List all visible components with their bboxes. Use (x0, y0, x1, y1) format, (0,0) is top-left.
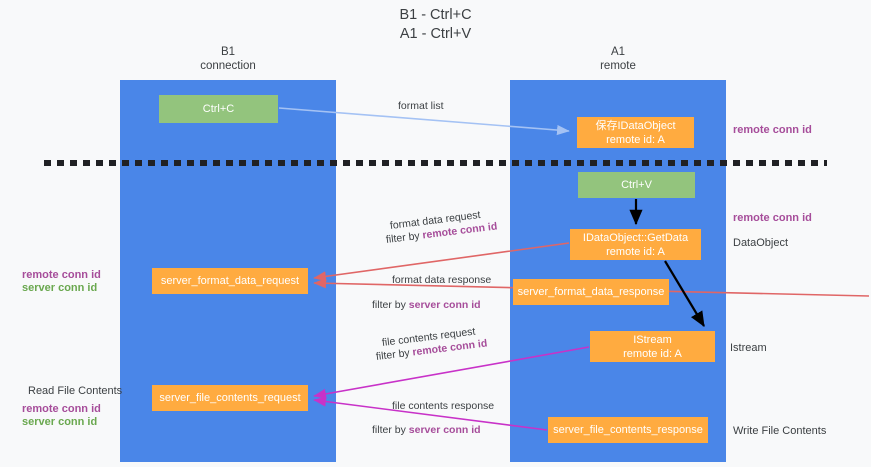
title-line-1: B1 - Ctrl+C (399, 7, 472, 23)
node-server-format-data-response[interactable]: server_format_data_response (513, 279, 669, 305)
edge-label-format-data-response: format data response (392, 274, 492, 286)
annotation-write-file-contents: Write File Contents (733, 425, 827, 437)
node-istream-line2: remote id: A (623, 347, 682, 360)
lane-header-a1-name: A1 (610, 46, 626, 58)
annotation-remote-conn-id-top: remote conn id (733, 124, 812, 136)
annotation-istream: Istream (730, 342, 767, 354)
annotation-left-server-conn-id-bottom: server conn id (22, 416, 98, 428)
node-ctrl-c[interactable]: Ctrl+C (159, 95, 278, 123)
filter-prefix: filter by (372, 424, 409, 436)
filter-key-server-conn-id: server conn id (408, 424, 481, 436)
phase-divider (44, 160, 827, 166)
annotation-left-remote-conn-id-bottom: remote conn id (22, 403, 101, 415)
edge-label-file-contents-response-filter: filter by server conn id (372, 423, 481, 437)
node-istream[interactable]: IStream remote id: A (590, 331, 715, 362)
edge-label-format-list: format list (398, 100, 444, 112)
node-ctrl-c-line1: Ctrl+C (202, 103, 235, 115)
node-save-idataobject[interactable]: 保存IDataObject remote id: A (577, 117, 694, 148)
node-server-file-contents-request-label: server_file_contents_request (159, 392, 301, 404)
node-istream-line1: IStream (633, 333, 672, 346)
lane-header-a1-role: remote (600, 60, 636, 72)
node-idataobject-getdata-line2: remote id: A (606, 245, 665, 258)
annotation-left-remote-conn-id-mid: remote conn id (22, 269, 101, 281)
node-server-file-contents-response[interactable]: server_file_contents_response (548, 417, 708, 443)
annotation-dataobject: DataObject (733, 237, 789, 249)
filter-key-server-conn-id: server conn id (408, 299, 481, 311)
annotation-remote-conn-id-mid: remote conn id (733, 212, 812, 224)
title-line-2: A1 - Ctrl+V (399, 26, 472, 42)
node-ctrl-v-line1: Ctrl+V (621, 179, 652, 191)
node-server-file-contents-request[interactable]: server_file_contents_request (152, 385, 308, 411)
lane-header-a1: A1 remote (510, 45, 726, 73)
edge-label-format-data-response-filter: filter by server conn id (372, 298, 481, 312)
edge-label-file-contents-response: file contents response (392, 400, 495, 412)
node-server-format-data-response-label: server_format_data_response (517, 286, 665, 298)
node-server-file-contents-response-label: server_file_contents_response (553, 424, 703, 436)
annotation-read-file-contents: Read File Contents (28, 385, 123, 397)
node-server-format-data-request[interactable]: server_format_data_request (152, 268, 308, 294)
diagram-title: B1 - Ctrl+C A1 - Ctrl+V (0, 6, 871, 44)
lane-header-b1-name: B1 (220, 46, 236, 58)
node-ctrl-v[interactable]: Ctrl+V (578, 172, 695, 198)
node-idataobject-getdata-line1: IDataObject::GetData (582, 231, 689, 244)
filter-prefix: filter by (372, 299, 409, 311)
filter-prefix: filter by (375, 346, 414, 363)
lane-header-b1: B1 connection (120, 45, 336, 73)
annotation-left-server-conn-id-mid: server conn id (22, 282, 98, 294)
node-idataobject-getdata[interactable]: IDataObject::GetData remote id: A (570, 229, 701, 260)
lane-header-b1-role: connection (200, 60, 256, 72)
node-save-idataobject-line1: 保存IDataObject (595, 119, 676, 132)
node-save-idataobject-line2: remote id: A (606, 133, 665, 146)
node-server-format-data-request-label: server_format_data_request (160, 275, 300, 287)
filter-prefix: filter by (385, 229, 424, 246)
